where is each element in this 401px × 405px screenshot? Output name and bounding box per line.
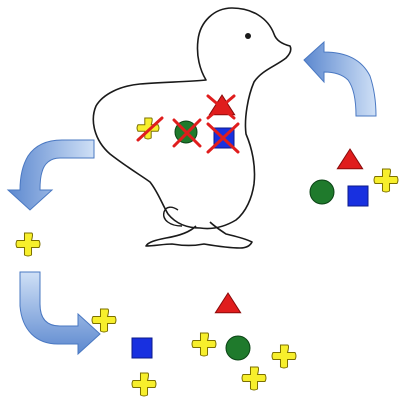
triangle-shape: [214, 292, 242, 314]
circle-shape: [225, 335, 251, 361]
cross-shape: [191, 332, 217, 357]
square-shape: [131, 337, 153, 359]
cross-shape: [131, 372, 157, 397]
arrow-into-chick: [303, 40, 377, 117]
cross-shape: [136, 117, 160, 140]
strike-mark: [172, 118, 202, 148]
chick-outline: [92, 7, 292, 249]
cross-shape: [241, 366, 267, 391]
triangle-shape: [336, 148, 364, 170]
shapes-layer: [15, 94, 399, 397]
strike-mark: [206, 94, 236, 120]
cross-shape: [373, 168, 399, 193]
arrow-to-environment: [19, 271, 101, 356]
cross-shape: [15, 232, 41, 257]
strike-mark: [136, 116, 164, 142]
cross-shape: [91, 308, 117, 333]
arrow-out-of-chick: [6, 139, 95, 211]
circle-shape: [309, 179, 335, 205]
cross-shape: [271, 344, 297, 369]
square-shape: [347, 185, 369, 207]
strike-mark: [206, 122, 240, 154]
